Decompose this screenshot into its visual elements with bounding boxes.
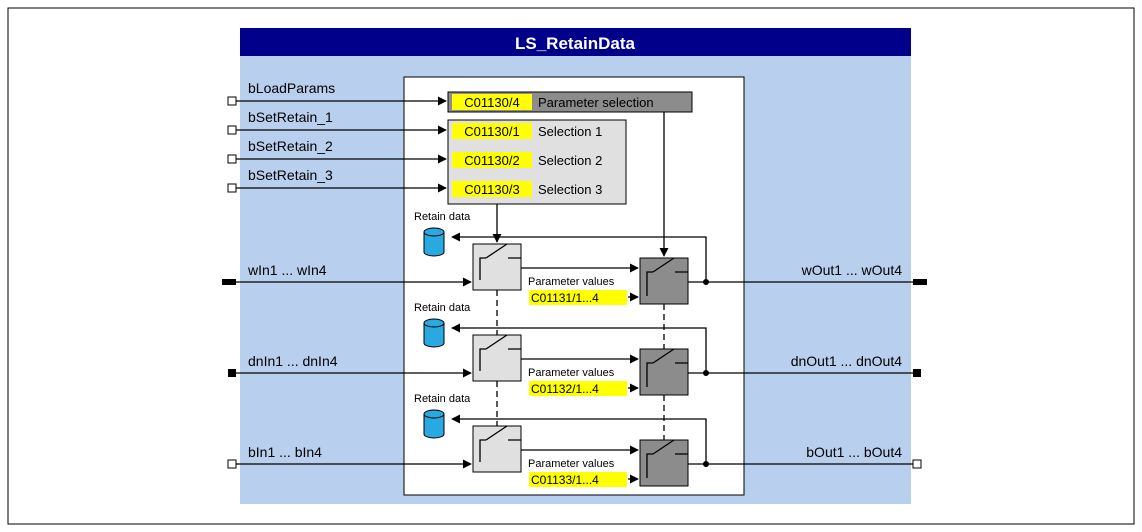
output-label-w: wOut1 ... wOut4: [801, 262, 903, 278]
param-values-label-2: Parameter values: [528, 367, 615, 379]
retain-cylinder-icon-2: [423, 318, 445, 348]
input-port-bSetRetain-1: [227, 125, 237, 135]
parameter-selection-label: Parameter selection: [538, 95, 654, 110]
param-values-code-3: C01133/1...4: [531, 473, 599, 487]
block-title: LS_RetainData: [515, 34, 636, 53]
param-values-code-1: C01131/1...4: [531, 291, 599, 305]
param-switch-1: [639, 257, 689, 305]
selection-3-code: C01130/3: [464, 182, 519, 197]
parameter-selection-code-highlight: [452, 94, 532, 110]
input-label-bSetRetain-3: bSetRetain_3: [248, 167, 333, 183]
input-port-bSetRetain-2: [227, 154, 237, 164]
selection-1-label: Selection 1: [538, 124, 602, 139]
input-label-bSetRetain-1: bSetRetain_1: [248, 109, 333, 125]
input-label-bLoadParams: bLoadParams: [248, 80, 335, 96]
parameter-selection-code: C01130/4: [464, 95, 519, 110]
selection-2-label: Selection 2: [538, 153, 602, 168]
param-values-label-3: Parameter values: [528, 458, 615, 470]
input-port-dn: [228, 369, 236, 377]
retain-cylinder-icon-3: [423, 409, 445, 439]
param-values-code-highlight-1: [529, 290, 627, 305]
wire-feedback-1: [451, 232, 707, 282]
selection-3-label: Selection 3: [538, 182, 602, 197]
retain-data-label-1: Retain data: [414, 211, 471, 223]
param-values-code-highlight-2: [529, 381, 627, 396]
retain-switch-contact-2: [479, 334, 521, 371]
output-port-w: [913, 279, 927, 285]
retain-switch-1: [472, 243, 522, 291]
param-values-label-1: Parameter values: [528, 276, 615, 288]
input-label-dn: dnIn1 ... dnIn4: [248, 353, 338, 369]
wire-feedback-2: [451, 323, 707, 373]
retain-switch-3: [472, 425, 522, 473]
input-port-b: [227, 459, 237, 469]
selection-1-code-highlight: [452, 123, 532, 139]
retain-data-label-3: Retain data: [414, 393, 471, 405]
block-title-bar: [240, 28, 911, 56]
output-label-dn: dnOut1 ... dnOut4: [791, 353, 903, 369]
param-switch-2: [639, 348, 689, 396]
selection-2-code: C01130/2: [464, 153, 519, 168]
input-label-bSetRetain-2: bSetRetain_2: [248, 138, 333, 154]
input-label-b: bIn1 ... bIn4: [248, 444, 322, 460]
selection-2-code-highlight: [452, 152, 532, 168]
wire-feedback-3: [451, 414, 707, 464]
outer-frame: [7, 7, 1135, 525]
param-values-code-highlight-3: [529, 472, 627, 487]
input-port-w: [222, 279, 236, 285]
input-port-bLoadParams: [227, 96, 237, 106]
input-port-bSetRetain-3: [227, 183, 237, 193]
output-label-b: bOut1 ... bOut4: [806, 444, 902, 460]
param-switch-contact-3: [646, 439, 688, 478]
param-switch-contact-1: [646, 257, 688, 296]
output-port-dn: [913, 369, 921, 377]
retain-switch-2: [472, 334, 522, 382]
retain-switch-contact-3: [479, 425, 521, 462]
retain-cylinder-icon-1: [423, 227, 445, 257]
retain-data-label-2: Retain data: [414, 302, 471, 314]
selection-1-code: C01130/1: [464, 124, 519, 139]
selection-3-code-highlight: [452, 181, 532, 197]
param-values-code-2: C01132/1...4: [531, 382, 599, 396]
input-label-w: wIn1 ... wIn4: [247, 262, 327, 278]
param-switch-contact-2: [646, 348, 688, 387]
retain-switch-contact-1: [479, 243, 521, 280]
output-port-b: [912, 459, 922, 469]
